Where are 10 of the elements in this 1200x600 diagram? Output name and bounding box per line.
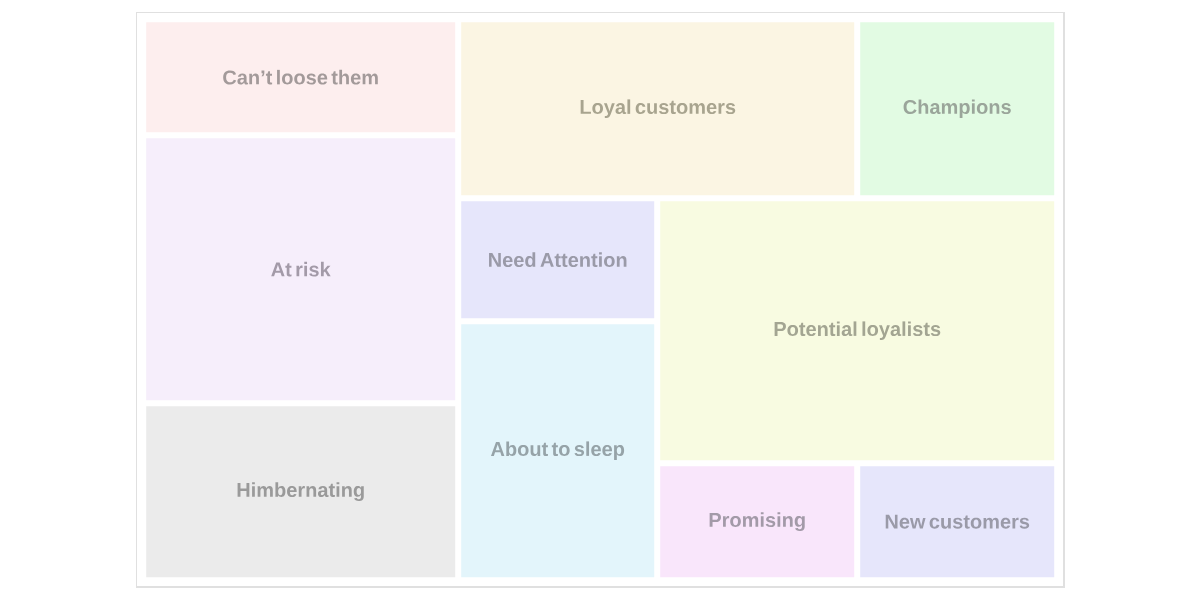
segment-box: Can’t loose them — [146, 22, 456, 133]
segment-box: New customers — [860, 466, 1055, 578]
segment-box: Promising — [660, 466, 855, 578]
segment-box: Potential loyalists — [660, 201, 1055, 461]
segment-box: Himbernating — [146, 406, 456, 578]
segment-box: Loyal customers — [461, 22, 855, 196]
segment-box: About to sleep — [461, 324, 655, 578]
segment-box: Need Attention — [461, 201, 655, 319]
segment-box: At risk — [146, 138, 456, 401]
segment-box: Champions — [860, 22, 1055, 196]
